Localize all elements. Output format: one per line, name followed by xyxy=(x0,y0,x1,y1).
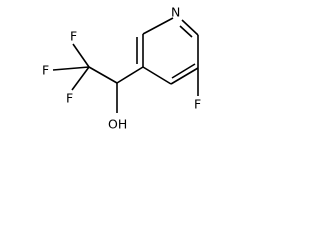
pyridine-ring xyxy=(136,17,199,85)
bond-c6-n-double xyxy=(179,25,193,38)
atom-label-f-ring: F xyxy=(194,97,201,112)
bond-c3-ch xyxy=(116,66,144,84)
bond-c3-c4 xyxy=(142,66,172,85)
bond-c-f2 xyxy=(52,66,90,71)
atom-label-f2: F xyxy=(42,63,49,78)
bond-c6-n xyxy=(181,19,199,36)
bond-c-f3 xyxy=(71,66,90,91)
bond-c-f1 xyxy=(72,43,90,68)
atom-label-oh: OH xyxy=(108,117,127,132)
bond-n-c2 xyxy=(142,17,174,35)
atom-label-f1: F xyxy=(70,29,77,44)
chemical-structure: N F F F F OH xyxy=(42,5,201,132)
atom-label-n: N xyxy=(171,5,180,20)
bond-c4-c5-double xyxy=(171,63,196,79)
bond-c4-c5 xyxy=(170,67,199,85)
atom-label-f3: F xyxy=(66,91,73,106)
bond-ch-cf3 xyxy=(88,66,118,84)
